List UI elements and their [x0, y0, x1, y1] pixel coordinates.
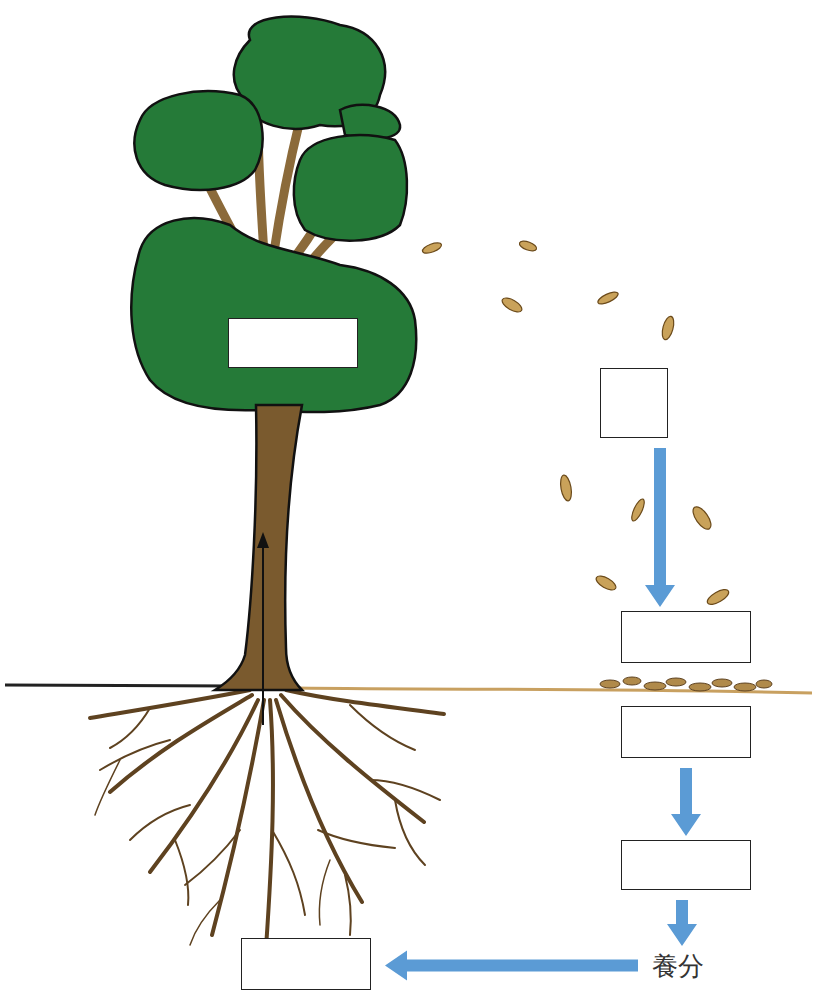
- answer-box: [228, 318, 358, 368]
- tree-trunk: [215, 405, 302, 690]
- flow-text: 養分: [652, 952, 704, 982]
- flow-arrow: [645, 448, 675, 607]
- tree-canopy: [131, 17, 416, 412]
- answer-box: [621, 840, 751, 890]
- fallen-leaves: [600, 677, 772, 691]
- ground-line: [5, 685, 235, 686]
- flow-arrow: [667, 900, 697, 946]
- answer-box: [621, 706, 751, 758]
- flow-arrow: [671, 768, 701, 836]
- sap-flow-arrow: [257, 532, 269, 725]
- falling-leaves: [421, 239, 731, 607]
- tree-roots: [90, 690, 444, 948]
- flow-arrow: [385, 951, 638, 981]
- answer-box: [600, 368, 668, 438]
- answer-box: [241, 938, 371, 990]
- flow-label: 養分: [646, 950, 710, 984]
- answer-box: [621, 611, 751, 663]
